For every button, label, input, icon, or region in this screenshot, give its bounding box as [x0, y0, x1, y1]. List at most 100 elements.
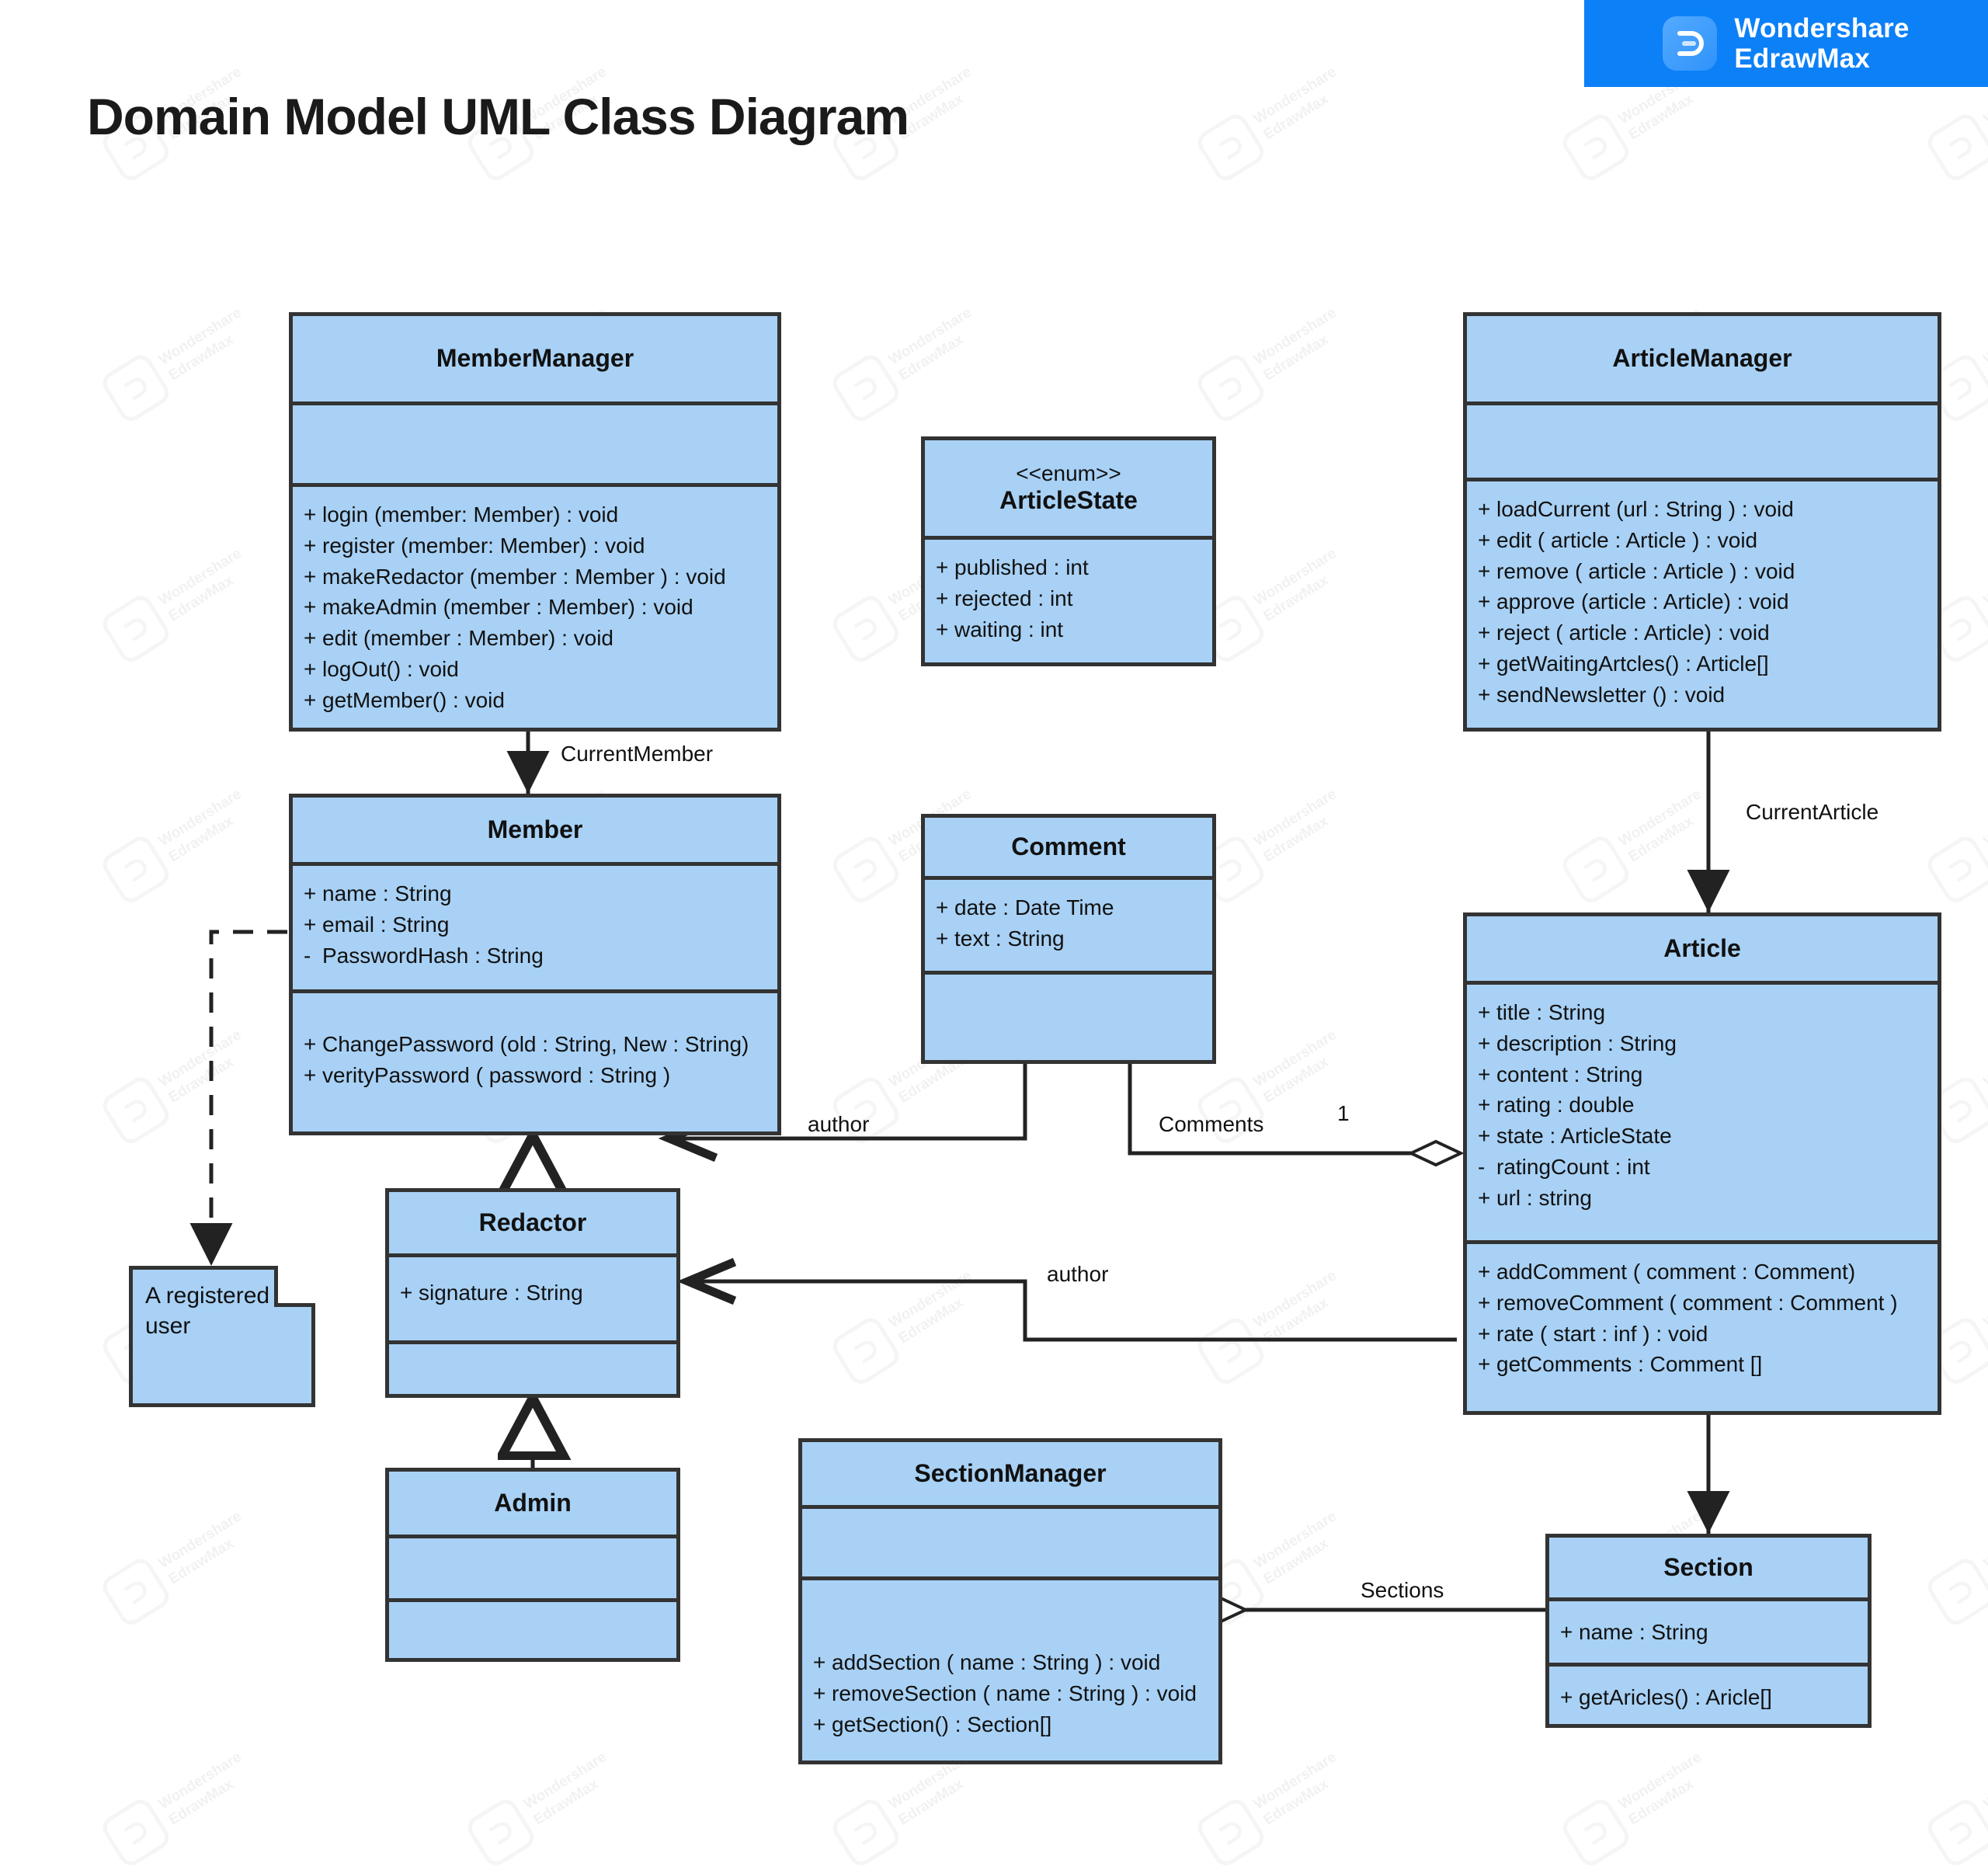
edrawmax-watermark-icon — [1193, 350, 1269, 426]
class-methods-article: +addComment ( comment : Comment) +remove… — [1467, 1244, 1938, 1419]
edge-label-current-article: CurrentArticle — [1746, 800, 1879, 824]
visibility: + — [936, 555, 949, 579]
attribute-row: +rejected : int — [936, 583, 1201, 614]
class-name-text: Admin — [494, 1488, 572, 1517]
brand-line-2: EdrawMax — [1734, 43, 1871, 74]
edrawmax-watermark-icon — [98, 350, 174, 426]
visibility: + — [1478, 497, 1491, 521]
visibility: + — [304, 502, 317, 527]
edge-label-comments: Comments — [1159, 1112, 1264, 1136]
edrawmax-watermark-icon — [1923, 109, 1988, 185]
visibility: + — [304, 626, 317, 650]
uml-class-member-manager[interactable]: MemberManager +login (member: Member) : … — [289, 312, 781, 732]
method-text: getAricles() : Aricle[] — [1579, 1685, 1772, 1709]
method-text: getSection() : Section[] — [832, 1712, 1052, 1736]
method-row: +loadCurrent (url : String ) : void — [1478, 494, 1927, 525]
class-methods-section: +getAricles() : Aricle[] — [1549, 1667, 1868, 1732]
class-name-text: ArticleManager — [1612, 344, 1792, 373]
attribute-row: +description : String — [1478, 1028, 1927, 1059]
class-title-member: Member — [293, 798, 777, 866]
uml-class-comment[interactable]: Comment +date : Date Time +text : String — [921, 814, 1216, 1064]
method-row: +getSection() : Section[] — [813, 1709, 1208, 1740]
class-name-text: SectionManager — [914, 1458, 1107, 1487]
class-stereotype-text: <<enum>> — [1016, 461, 1121, 486]
attribute-text: rating : double — [1496, 1093, 1635, 1117]
visibility: + — [304, 656, 317, 681]
visibility: + — [1478, 589, 1491, 614]
method-row: +removeSection ( name : String ) : void — [813, 1678, 1208, 1709]
visibility: + — [936, 895, 949, 919]
visibility: + — [1478, 682, 1491, 707]
method-text: verityPassword ( password : String ) — [322, 1062, 671, 1087]
method-text: remove ( article : Article ) : void — [1496, 558, 1795, 583]
class-title-article: Article — [1467, 916, 1938, 985]
link-article-redactor — [688, 1281, 1457, 1342]
visibility: - — [1478, 1154, 1486, 1179]
edrawmax-watermark-icon — [98, 1554, 174, 1629]
method-row: +addSection ( name : String ) : void — [813, 1647, 1208, 1678]
brand-line-1: Wondershare — [1734, 12, 1910, 43]
method-row: +reject ( article : Article) : void — [1478, 617, 1927, 648]
class-methods-member-manager: +login (member: Member) : void +register… — [293, 487, 777, 735]
uml-class-article-state[interactable]: <<enum>> ArticleState +published : int +… — [921, 436, 1216, 666]
uml-class-admin[interactable]: Admin — [385, 1468, 680, 1662]
method-row: +approve (article : Article) : void — [1478, 586, 1927, 617]
class-attributes-comment: +date : Date Time +text : String — [925, 880, 1212, 975]
class-methods-member: +ChangePassword (old : String, New : Str… — [293, 993, 777, 1139]
class-attributes-article: +title : String +description : String +c… — [1467, 985, 1938, 1244]
attribute-row: +signature : String — [400, 1277, 666, 1309]
attribute-text: description : String — [1496, 1031, 1677, 1055]
edrawmax-watermark-icon — [1558, 832, 1634, 907]
method-text: approve (article : Article) : void — [1496, 589, 1789, 614]
class-attributes-redactor: +signature : String — [389, 1257, 676, 1344]
uml-class-article[interactable]: Article +title : String +description : S… — [1463, 912, 1941, 1415]
attribute-row: +email : String — [304, 909, 766, 940]
method-row: +removeComment ( comment : Comment ) — [1478, 1288, 1927, 1319]
visibility: + — [400, 1281, 413, 1305]
class-title-article-state: <<enum>> ArticleState — [925, 440, 1212, 540]
uml-class-member[interactable]: Member +name : String +email : String -P… — [289, 794, 781, 1135]
visibility: + — [304, 912, 317, 937]
attribute-text: PasswordHash : String — [322, 943, 544, 968]
attribute-row: +content : String — [1478, 1059, 1927, 1090]
visibility: + — [1478, 620, 1491, 645]
method-row: +login (member: Member) : void — [304, 499, 766, 530]
link-member-note — [189, 930, 287, 1266]
edrawmax-watermark-icon — [98, 591, 174, 666]
method-text: removeSection ( name : String ) : void — [832, 1681, 1197, 1705]
class-title-admin: Admin — [389, 1472, 676, 1538]
visibility: + — [813, 1681, 826, 1705]
method-text: getMember() : void — [322, 687, 505, 712]
page-title: Domain Model UML Class Diagram — [87, 88, 909, 145]
uml-class-article-manager[interactable]: ArticleManager +loadCurrent (url : Strin… — [1463, 312, 1941, 732]
class-methods-section-manager: +addSection ( name : String ) : void +re… — [802, 1580, 1218, 1768]
uml-class-redactor[interactable]: Redactor +signature : String — [385, 1188, 680, 1398]
edrawmax-watermark-icon — [1558, 109, 1634, 185]
uml-class-section[interactable]: Section +name : String +getAricles() : A… — [1545, 1534, 1872, 1728]
attribute-text: waiting : int — [954, 617, 1064, 641]
visibility: + — [304, 564, 317, 589]
visibility: + — [1478, 1124, 1491, 1148]
note-registered-user[interactable]: A registered user — [129, 1266, 315, 1407]
class-methods-article-manager: +loadCurrent (url : String ) : void +edi… — [1467, 481, 1938, 735]
uml-class-section-manager[interactable]: SectionManager +addSection ( name : Stri… — [798, 1438, 1222, 1764]
wondershare-edrawmax-badge[interactable]: Wondershare EdrawMax — [1584, 0, 1988, 87]
visibility: + — [813, 1650, 826, 1674]
visibility: + — [1560, 1620, 1573, 1644]
class-title-comment: Comment — [925, 818, 1212, 880]
method-text: login (member: Member) : void — [322, 502, 619, 527]
attribute-text: text : String — [954, 926, 1065, 951]
